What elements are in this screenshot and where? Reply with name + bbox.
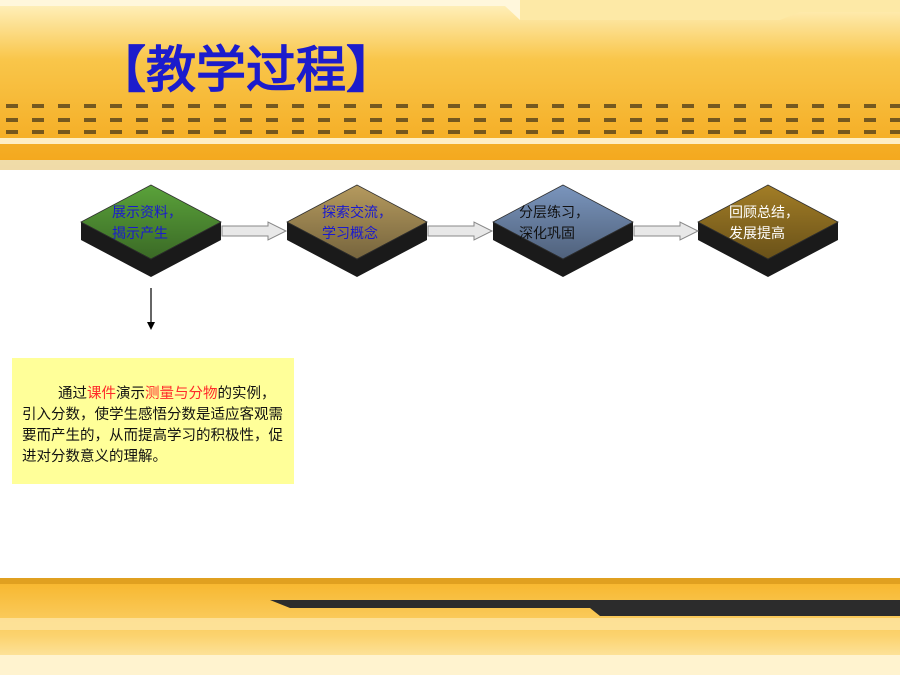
page-title: 【教学过程】 xyxy=(96,40,396,99)
step-node-1 xyxy=(80,184,222,277)
flow-arrow-1 xyxy=(221,221,288,241)
bottom-band xyxy=(0,578,900,675)
description-note: 通过课件演示测量与分物的实例，引入分数，使学生感悟分数是适应客观需要而产生的，从… xyxy=(12,358,294,484)
step-label-1: 展示资料，揭示产生 xyxy=(112,205,182,242)
step-node-4 xyxy=(697,184,839,277)
top-band xyxy=(0,0,900,170)
flow-arrow-3 xyxy=(633,221,700,241)
step-label-2: 探索交流，学习概念 xyxy=(322,205,392,242)
step-node-2 xyxy=(286,184,428,277)
step-label-3: 分层练习，深化巩固 xyxy=(519,205,589,242)
highlight-courseware: 课件 xyxy=(87,386,116,402)
step-label-4: 回顾总结，发展提高 xyxy=(729,205,799,242)
top-band-dots xyxy=(6,104,900,134)
flow-arrow-2 xyxy=(427,221,494,241)
highlight-measure: 测量与分物 xyxy=(145,386,218,402)
down-arrow xyxy=(147,288,155,330)
step-node-3 xyxy=(492,184,634,277)
